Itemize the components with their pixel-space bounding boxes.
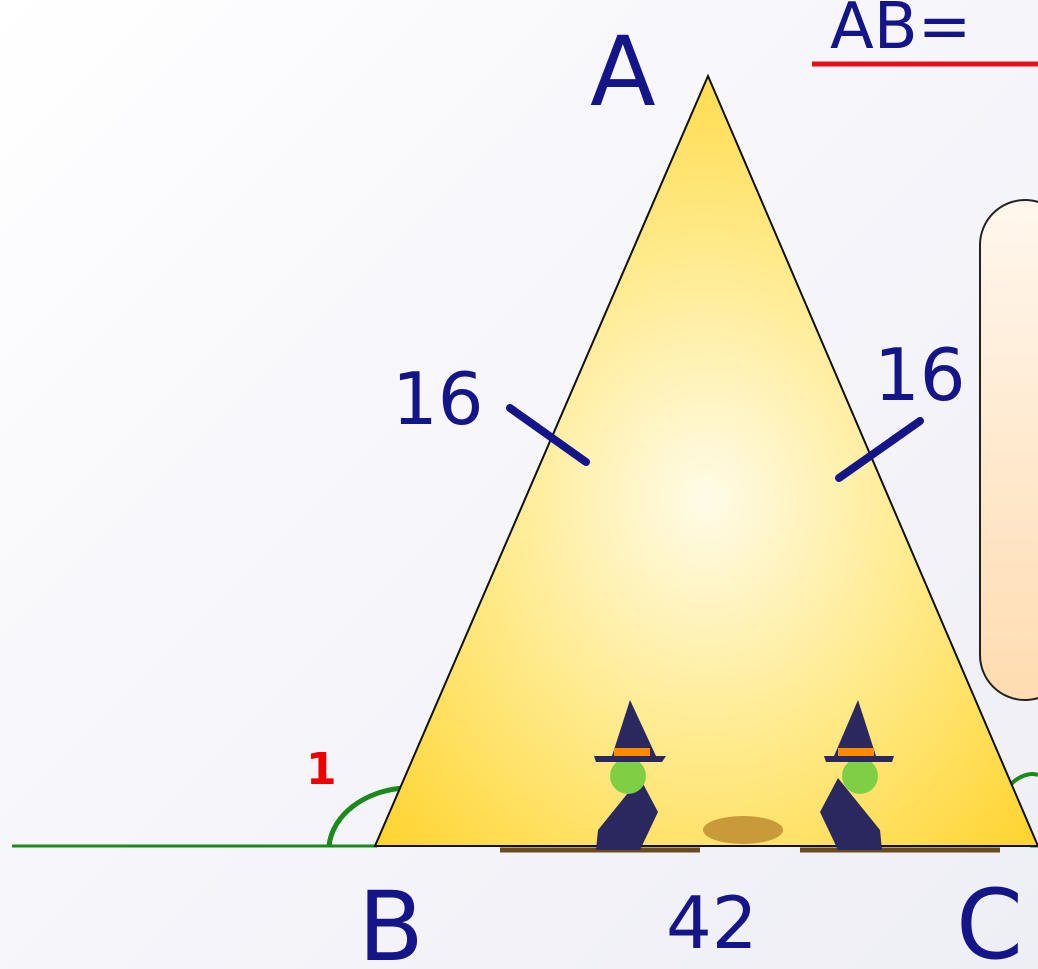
tick-mark-ab xyxy=(506,404,590,466)
triangle-abc xyxy=(373,73,1038,847)
angle-number-1: 1 xyxy=(306,744,337,795)
side-length-ac: 16 xyxy=(874,333,966,417)
hint-box xyxy=(979,199,1038,701)
side-length-ab: 16 xyxy=(392,357,484,441)
side-length-bc: 42 xyxy=(666,881,758,965)
vertex-label-b: B xyxy=(358,871,424,969)
witch-left xyxy=(500,700,700,853)
exterior-angle-arc-1 xyxy=(326,785,406,847)
witch-right xyxy=(800,700,1000,853)
tick-mark-ac xyxy=(835,417,924,482)
vertex-label-a: A xyxy=(590,16,656,128)
vertex-label-c: C xyxy=(956,869,1023,969)
formula-header: AB= xyxy=(812,0,1038,67)
broom-bristles xyxy=(703,816,783,844)
formula-text: AB= xyxy=(830,0,971,64)
